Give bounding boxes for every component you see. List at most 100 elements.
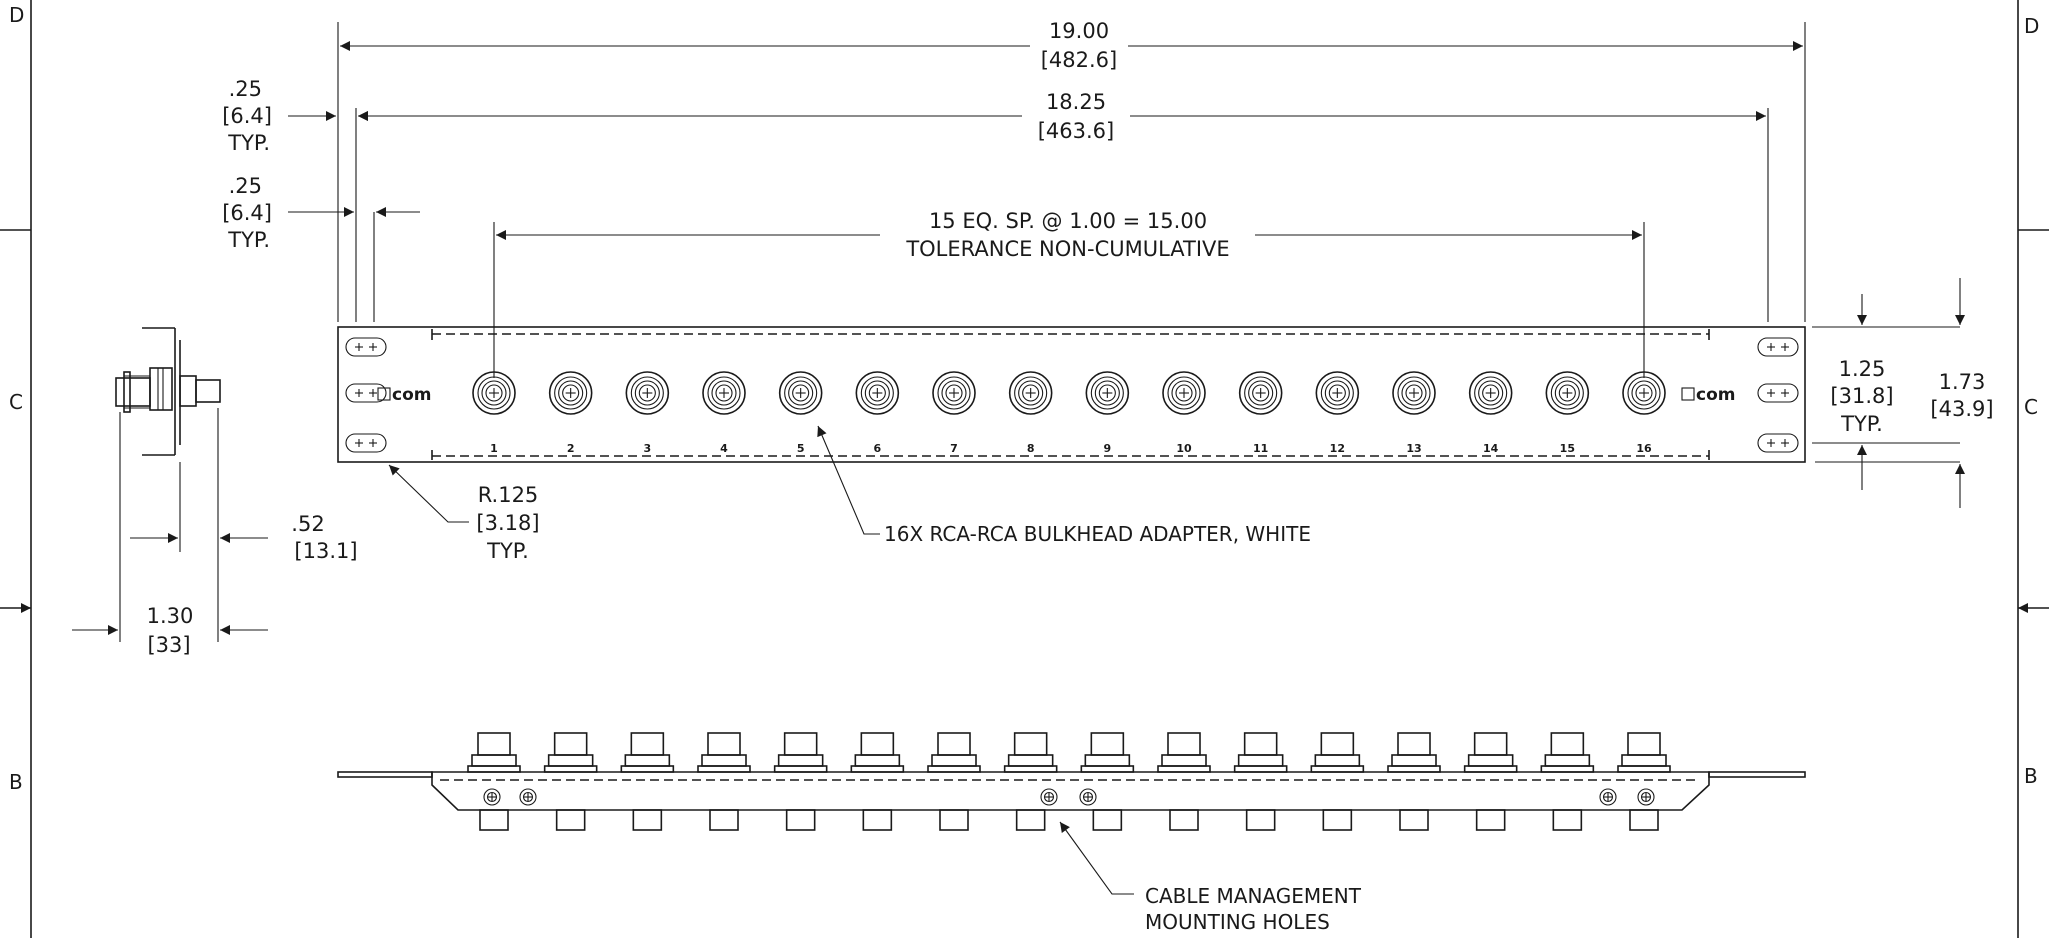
dim-hole-pitch-typ: TYP. bbox=[1840, 412, 1883, 436]
rca-adapter bbox=[855, 371, 900, 415]
rca-adapter bbox=[1085, 371, 1130, 415]
top-view-connector bbox=[543, 732, 598, 831]
top-view-connector bbox=[927, 732, 981, 831]
zone-label-d-left: D bbox=[9, 3, 24, 27]
rca-adapter bbox=[778, 371, 823, 415]
rca-adapter bbox=[1162, 371, 1206, 415]
dim-overall-mm: [482.6] bbox=[1041, 48, 1118, 72]
brand-logo-right: com bbox=[1681, 385, 1735, 405]
rca-adapter bbox=[625, 371, 670, 415]
zone-label-c-right: C bbox=[2024, 395, 2038, 419]
zone-label-b-left: B bbox=[9, 770, 23, 794]
rca-adapter bbox=[1545, 371, 1590, 415]
cable-management-hole bbox=[1599, 788, 1617, 806]
port-number-label: 16 bbox=[1636, 442, 1652, 455]
cable-management-hole bbox=[519, 788, 537, 806]
port-number-label: 4 bbox=[720, 442, 728, 455]
dim-overall-width: 19.00 [482.6] bbox=[337, 19, 1806, 322]
port-number-label: 3 bbox=[644, 442, 652, 455]
cable-management-holes bbox=[483, 788, 1655, 806]
top-view-connector bbox=[1463, 732, 1518, 831]
zone-label-d-right: D bbox=[2024, 14, 2039, 38]
dim-spacing-line1: 15 EQ. SP. @ 1.00 = 15.00 bbox=[929, 209, 1207, 233]
rca-adapter bbox=[1238, 371, 1283, 415]
dim-side-thick-in: .52 bbox=[291, 512, 324, 536]
brand-logo-left: com bbox=[377, 385, 431, 405]
dim-side-depth-in: 1.30 bbox=[147, 604, 194, 628]
dim-edge-mid-typ: TYP. bbox=[227, 228, 270, 252]
dim-edge-mid: .25 [6.4] TYP. bbox=[222, 174, 420, 322]
svg-text:com: com bbox=[1696, 385, 1735, 405]
rca-adapter bbox=[1622, 371, 1666, 415]
top-view bbox=[337, 732, 1806, 831]
callout-cable-line1: CABLE MANAGEMENT bbox=[1145, 884, 1362, 908]
dim-edge-top-mm: [6.4] bbox=[222, 104, 272, 128]
dim-edge-top-in: .25 bbox=[229, 77, 262, 101]
top-view-connector bbox=[620, 732, 675, 831]
port-number-label: 10 bbox=[1176, 442, 1192, 455]
svg-text:com: com bbox=[392, 385, 431, 405]
port-number-label: 13 bbox=[1406, 442, 1421, 455]
port-number-label: 8 bbox=[1027, 442, 1035, 455]
dim-side-thick-mm: [13.1] bbox=[294, 539, 357, 563]
rack-mount-holes bbox=[345, 337, 1799, 453]
rca-adapter bbox=[1468, 371, 1513, 415]
port-number-label: 1 bbox=[490, 442, 498, 455]
dim-height-in: 1.73 bbox=[1939, 370, 1986, 394]
rca-adapter bbox=[548, 371, 593, 415]
rca-adapter bbox=[472, 371, 516, 415]
mount-hole bbox=[345, 433, 387, 453]
dim-edge-mid-in: .25 bbox=[229, 174, 262, 198]
top-view-connector bbox=[467, 732, 521, 831]
port-number-label: 9 bbox=[1104, 442, 1112, 455]
top-view-connector bbox=[697, 732, 751, 831]
cable-management-hole bbox=[1040, 788, 1058, 806]
zone-label-b-right: B bbox=[2024, 764, 2038, 788]
callout-cable-management: CABLE MANAGEMENT MOUNTING HOLES bbox=[1059, 821, 1362, 934]
dim-hole-span-mm: [463.6] bbox=[1038, 119, 1115, 143]
dim-hole-span: 18.25 [463.6] bbox=[355, 90, 1769, 322]
mount-hole bbox=[345, 337, 387, 357]
dim-hole-span-in: 18.25 bbox=[1046, 90, 1106, 114]
top-view-connectors bbox=[467, 732, 1671, 831]
callout-cable-line2: MOUNTING HOLES bbox=[1145, 910, 1330, 934]
dim-edge-mid-mm: [6.4] bbox=[222, 201, 272, 225]
dim-hole-pitch-mm: [31.8] bbox=[1830, 384, 1893, 408]
top-view-connector bbox=[1387, 732, 1441, 831]
dim-radius-mm: [3.18] bbox=[476, 511, 539, 535]
rca-adapter bbox=[932, 371, 976, 415]
rca-adapter bbox=[702, 371, 746, 415]
port-number-label: 7 bbox=[950, 442, 958, 455]
rca-adapter bbox=[1315, 371, 1360, 415]
dim-hole-pitch: 1.25 [31.8] TYP. bbox=[1812, 294, 1960, 490]
rca-adapter bbox=[1392, 371, 1436, 415]
dim-radius-in: R.125 bbox=[478, 483, 539, 507]
mount-hole bbox=[1757, 383, 1799, 403]
dim-port-spacing: 15 EQ. SP. @ 1.00 = 15.00 TOLERANCE NON-… bbox=[493, 209, 1645, 378]
callout-radius: R.125 [3.18] TYP. bbox=[388, 464, 540, 563]
top-view-connector bbox=[1080, 732, 1135, 831]
port-number-label: 11 bbox=[1253, 442, 1268, 455]
port-number-label: 5 bbox=[797, 442, 805, 455]
top-view-connector bbox=[1157, 732, 1211, 831]
rca-adapter bbox=[1008, 371, 1053, 415]
side-view: .52 [13.1] 1.30 [33] bbox=[72, 327, 358, 657]
top-view-connector bbox=[1003, 732, 1058, 831]
dim-radius-typ: TYP. bbox=[486, 539, 529, 563]
dim-height-mm: [43.9] bbox=[1930, 397, 1993, 421]
cable-management-hole bbox=[483, 788, 501, 806]
top-view-connector bbox=[850, 732, 905, 831]
dim-side-depth-mm: [33] bbox=[147, 633, 190, 657]
port-number-label: 15 bbox=[1560, 442, 1575, 455]
top-view-connector bbox=[773, 732, 828, 831]
mount-hole bbox=[1757, 337, 1799, 357]
top-view-connector bbox=[1233, 732, 1288, 831]
cable-management-hole bbox=[1079, 788, 1097, 806]
port-number-label: 6 bbox=[874, 442, 882, 455]
dim-overall-in: 19.00 bbox=[1049, 19, 1109, 43]
dim-spacing-line2: TOLERANCE NON-CUMULATIVE bbox=[905, 237, 1229, 261]
